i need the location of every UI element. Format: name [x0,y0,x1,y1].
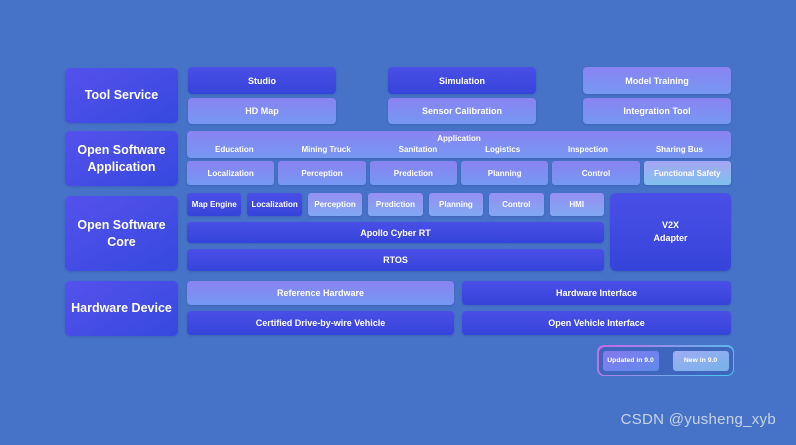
header-open-software-core: Open Software Core [65,196,178,271]
csdn-watermark: CSDN @yusheng_xyb [620,411,776,428]
legend-inner: Updated in 9.0 New in 9.0 [598,346,733,375]
box-hardware-interface: Hardware Interface [462,281,731,305]
application-item-logistics: Logistics [485,145,521,154]
bar-apollo-cyber-rt: Apollo Cyber RT [187,222,604,243]
box-studio: Studio [188,67,336,94]
header-tool-service: Tool Service [65,68,178,123]
application-title: Application [437,134,481,143]
legend-updated-chip: Updated in 9.0 [602,350,659,371]
legend-box: Updated in 9.0 New in 9.0 [597,345,734,376]
box-sensor-calibration: Sensor Calibration [388,98,536,124]
box-reference-hardware: Reference Hardware [187,281,454,305]
core-chip-control: Control [489,193,544,216]
core-chip-hmi: HMI [549,193,604,216]
core-chip-perception: Perception [307,193,363,216]
box-hd-map: HD Map [188,98,336,124]
header-open-software-application: Open Software Application [65,131,178,186]
application-item-education: Education [215,145,254,154]
application-modules-row: Localization Perception Prediction Plann… [187,161,731,185]
chip-functional-safety: Functional Safety [643,161,731,185]
box-open-vehicle-interface: Open Vehicle Interface [462,311,731,335]
application-box: Application Education Mining Truck Sanit… [187,131,731,158]
core-chip-planning: Planning [428,193,484,216]
chip-control: Control [552,161,640,185]
box-certified-drive-by-wire-vehicle: Certified Drive-by-wire Vehicle [187,311,454,335]
chip-localization: Localization [187,161,275,185]
box-integration-tool: Integration Tool [583,98,731,124]
bar-rtos: RTOS [187,249,604,271]
core-chip-localization: Localization [247,193,302,216]
box-v2x-adapter: V2X Adapter [610,193,731,271]
header-hardware-device: Hardware Device [65,281,178,336]
core-chip-map-engine: Map Engine [187,193,242,216]
application-item-inspection: Inspection [568,145,609,154]
box-model-training: Model Training [583,67,731,94]
box-simulation: Simulation [388,67,536,94]
chip-prediction: Prediction [369,161,457,185]
chip-planning: Planning [460,161,549,185]
core-chip-prediction: Prediction [368,193,423,216]
legend-new-chip: New in 9.0 [672,350,729,371]
application-item-sharing-bus: Sharing Bus [655,145,703,154]
chip-perception: Perception [278,161,366,185]
core-modules-row: Map Engine Localization Perception Predi… [187,193,604,216]
application-item-mining-truck: Mining Truck [301,145,351,154]
application-item-sanitation: Sanitation [398,145,438,154]
